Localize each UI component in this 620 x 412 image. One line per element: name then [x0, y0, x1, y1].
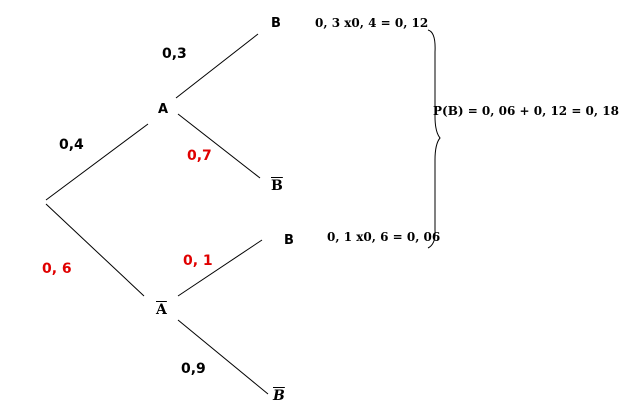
node-b-bar-bottom: B [273, 388, 285, 404]
node-b-bar-top: B [271, 178, 283, 194]
prob-a-bar: 0, 6 [42, 261, 72, 277]
branch-a-to-b [175, 33, 259, 99]
curly-brace [427, 29, 441, 249]
node-b-top: B [271, 16, 281, 31]
prob-b-given-a: 0,3 [162, 46, 187, 62]
node-b-bottom: B [284, 233, 294, 248]
node-a-bar: A [156, 302, 167, 318]
calc-total-pb: P(B) = 0, 06 + 0, 12 = 0, 18 [433, 104, 619, 118]
branch-root-to-a [45, 123, 149, 201]
prob-a: 0,4 [59, 137, 84, 153]
branch-a-to-b-bar [177, 113, 261, 179]
calc-path-abar-b: 0, 1 x0, 6 = 0, 06 [327, 230, 441, 244]
branch-a-bar-to-b [177, 239, 263, 297]
prob-bbar-given-a: 0,7 [187, 148, 212, 164]
calc-path-a-b: 0, 3 x0, 4 = 0, 12 [315, 16, 429, 30]
prob-bbar-given-abar: 0,9 [181, 361, 206, 377]
branch-root-to-a-bar [45, 203, 145, 297]
node-a: A [158, 102, 169, 117]
branch-a-bar-to-b-bar [177, 319, 269, 395]
prob-b-given-abar: 0, 1 [183, 253, 213, 269]
